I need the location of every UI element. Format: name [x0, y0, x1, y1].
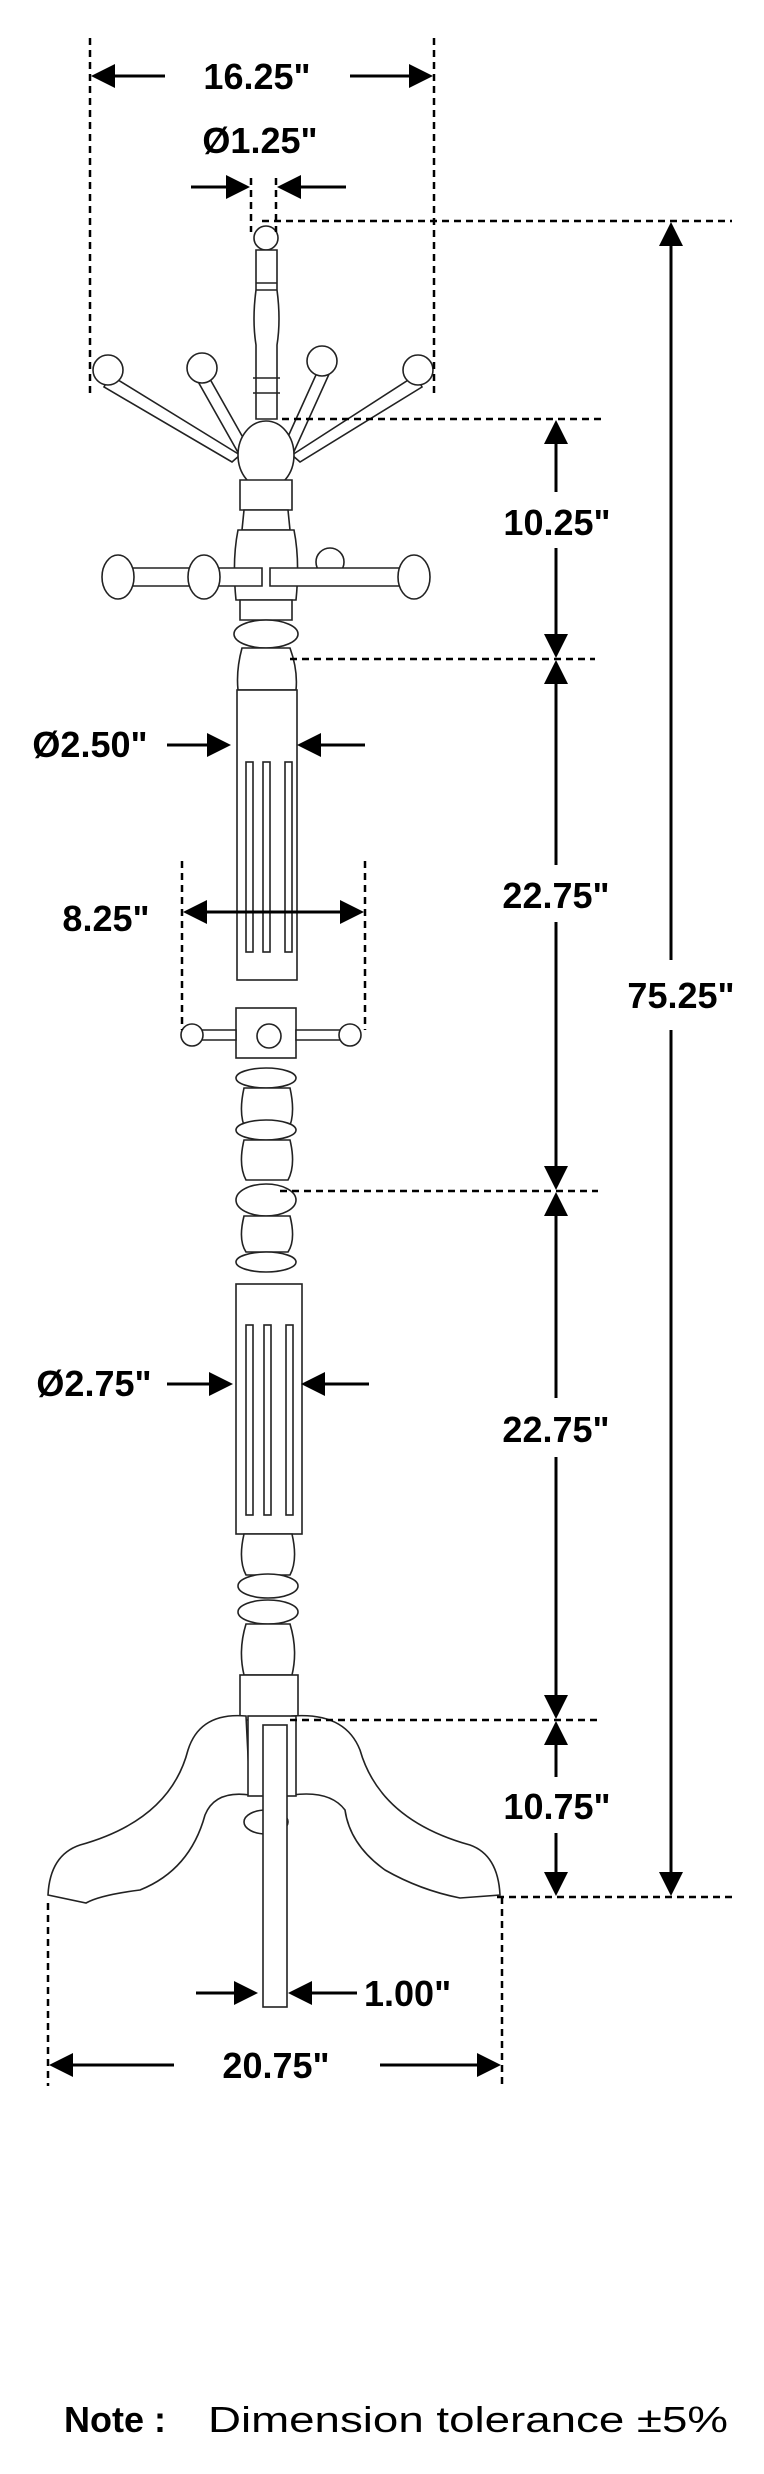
tolerance-note: Note : Dimension tolerance ±5% [64, 2399, 728, 2440]
label-upper-column-diameter: Ø2.50" [32, 724, 147, 765]
label-lower-column-diameter: Ø2.75" [36, 1363, 151, 1404]
label-base-height: 10.75" [503, 1786, 610, 1827]
label-upper-hook-height: 10.25" [503, 502, 610, 543]
dimension-middle-hook-span: 8.25" [62, 861, 367, 1030]
dimension-finial-diameter: Ø1.25" [191, 120, 346, 232]
upper-flutes [245, 761, 293, 953]
label-total-height: 75.25" [627, 975, 734, 1016]
base-legs [47, 1714, 501, 2008]
label-base-span: 20.75" [222, 2045, 329, 2086]
dimension-base-height: 10.75" [503, 1721, 611, 1896]
note-text: Dimension tolerance ±5% [208, 2399, 728, 2440]
dimension-lower-column-height: 22.75" [290, 1192, 610, 1722]
label-upper-column-height: 22.75" [502, 875, 609, 916]
label-finial-diameter: Ø1.25" [202, 120, 317, 161]
dimension-top-hook-span: 16.25" [88, 38, 436, 398]
center-post [262, 1724, 288, 2008]
dimension-upper-column-height: 22.75" [280, 660, 610, 1193]
note-label: Note : [64, 2399, 166, 2440]
label-middle-hook-span: 8.25" [62, 898, 149, 939]
label-center-post-width: 1.00" [364, 1973, 451, 2014]
lower-flutes [245, 1324, 294, 1516]
upper-hooks [92, 345, 434, 463]
dimension-upper-column-diameter: Ø2.50" [32, 724, 365, 765]
label-lower-column-height: 22.75" [502, 1409, 609, 1450]
dimension-lower-column-diameter: Ø2.75" [36, 1363, 369, 1404]
coat-rack-outline [47, 225, 501, 2008]
dimension-center-post-width: 1.00" [196, 1973, 451, 2014]
dimension-upper-hook-height: 10.25" [282, 417, 611, 661]
label-top-hook-span: 16.25" [203, 56, 310, 97]
middle-hooks [101, 547, 431, 600]
dimension-base-span: 20.75" [46, 1897, 504, 2086]
dimension-total-height: 75.25" [262, 219, 735, 1899]
